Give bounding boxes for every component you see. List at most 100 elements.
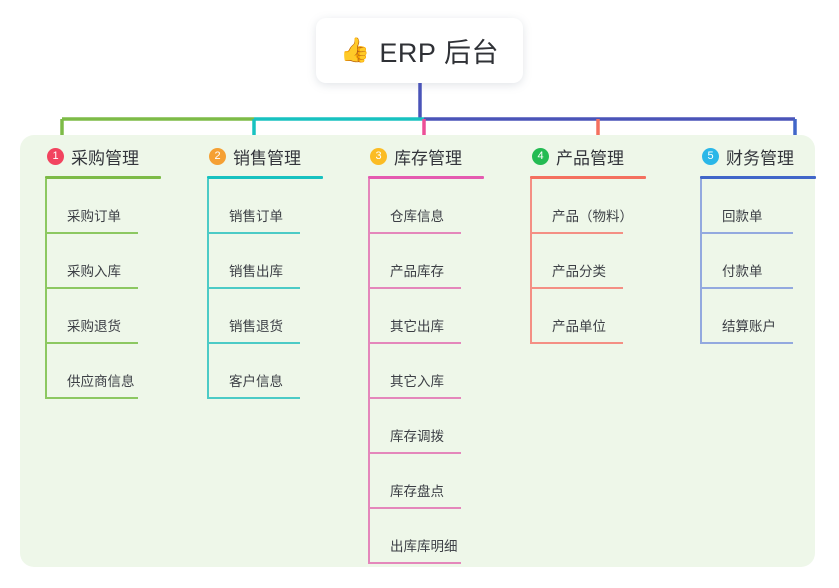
leaf-item[interactable]: 其它入库 [368, 344, 484, 399]
leaf-item[interactable]: 仓库信息 [368, 179, 484, 234]
leaf-item[interactable]: 库存盘点 [368, 454, 484, 509]
leaf-item-label: 销售退货 [229, 319, 283, 334]
leaf-item-rule [700, 287, 793, 289]
leaf-item-rule [368, 342, 461, 344]
leaf-item-label: 销售出库 [229, 264, 283, 279]
leaf-item[interactable]: 产品分类 [530, 234, 646, 289]
leaf-item-rule [368, 397, 461, 399]
leaf-item[interactable]: 结算账户 [700, 289, 816, 344]
root-node-title: 👍 ERP 后台 [340, 31, 499, 70]
root-title-text: ERP 后台 [379, 38, 499, 68]
branch-item-list: 仓库信息产品库存其它出库其它入库库存调拨库存盘点出库库明细 [368, 179, 484, 564]
branch-header-4[interactable]: 4 产品管理 [530, 143, 646, 169]
branch-header-rule [207, 176, 323, 179]
leaf-item-rule [368, 287, 461, 289]
leaf-item-rule [45, 342, 138, 344]
leaf-item-label: 库存调拨 [390, 429, 444, 444]
branch-spine [700, 179, 702, 344]
branch-header-rule [530, 176, 646, 179]
leaf-item-rule [45, 287, 138, 289]
branch-title: 采购管理 [71, 148, 139, 168]
leaf-item[interactable]: 客户信息 [207, 344, 323, 399]
branch-header-rule [700, 176, 816, 179]
leaf-item-label: 采购退货 [67, 319, 121, 334]
leaf-item-rule [45, 397, 138, 399]
leaf-item-label: 客户信息 [229, 374, 283, 389]
leaf-item-label: 回款单 [722, 209, 763, 224]
leaf-item[interactable]: 产品库存 [368, 234, 484, 289]
leaf-item-rule [368, 232, 461, 234]
leaf-item-rule [45, 232, 138, 234]
branch-item-list: 回款单付款单结算账户 [700, 179, 816, 344]
branch-item-list: 采购订单采购入库采购退货供应商信息 [45, 179, 161, 399]
branch-number-badge: 5 [702, 147, 719, 165]
leaf-item[interactable]: 回款单 [700, 179, 816, 234]
branch-item-list: 销售订单销售出库销售退货客户信息 [207, 179, 323, 399]
branch-spine [530, 179, 532, 344]
leaf-item[interactable]: 出库库明细 [368, 509, 484, 564]
branch-number-badge: 4 [532, 147, 549, 165]
leaf-item-rule [368, 507, 461, 509]
leaf-item[interactable]: 供应商信息 [45, 344, 161, 399]
leaf-item[interactable]: 销售订单 [207, 179, 323, 234]
leaf-item[interactable]: 付款单 [700, 234, 816, 289]
branches-panel [20, 135, 815, 567]
leaf-item-rule [530, 342, 623, 344]
leaf-item-rule [530, 287, 623, 289]
leaf-item-rule [207, 232, 300, 234]
leaf-item-label: 结算账户 [722, 319, 776, 334]
branch-header-rule [45, 176, 161, 179]
branch-header-5[interactable]: 5 财务管理 [700, 143, 816, 169]
thumbs-up-icon: 👍 [340, 36, 371, 64]
leaf-item-label: 其它入库 [390, 374, 444, 389]
leaf-item-rule [207, 397, 300, 399]
branch-title: 财务管理 [726, 148, 794, 168]
leaf-item-label: 采购订单 [67, 209, 121, 224]
leaf-item-label: 采购入库 [67, 264, 121, 279]
leaf-item-label: 产品库存 [390, 264, 444, 279]
leaf-item[interactable]: 产品单位 [530, 289, 646, 344]
leaf-item-rule [207, 342, 300, 344]
leaf-item-rule [700, 232, 793, 234]
leaf-item-rule [368, 452, 461, 454]
leaf-item[interactable]: 产品（物料） [530, 179, 646, 234]
leaf-item[interactable]: 采购订单 [45, 179, 161, 234]
leaf-item-label: 付款单 [722, 264, 763, 279]
leaf-item-rule [207, 287, 300, 289]
leaf-item[interactable]: 库存调拨 [368, 399, 484, 454]
root-node-card[interactable]: 👍 ERP 后台 [316, 18, 523, 83]
branch-header-1[interactable]: 1 采购管理 [45, 143, 161, 169]
leaf-item[interactable]: 其它出库 [368, 289, 484, 344]
branch-column-1: 1 采购管理采购订单采购入库采购退货供应商信息 [45, 143, 161, 399]
leaf-item-label: 仓库信息 [390, 209, 444, 224]
branch-column-4: 4 产品管理产品（物料） 产品分类产品单位 [530, 143, 646, 344]
branch-header-3[interactable]: 3 库存管理 [368, 143, 484, 169]
branch-header-2[interactable]: 2 销售管理 [207, 143, 323, 169]
branch-column-3: 3 库存管理仓库信息产品库存其它出库其它入库库存调拨库存盘点出库库明细 [368, 143, 484, 564]
leaf-item[interactable]: 采购入库 [45, 234, 161, 289]
branch-column-2: 2 销售管理销售订单销售出库销售退货客户信息 [207, 143, 323, 399]
leaf-item-label: 库存盘点 [390, 484, 444, 499]
branch-spine [368, 179, 370, 564]
branch-title: 产品管理 [556, 148, 624, 168]
branch-spine [45, 179, 47, 399]
leaf-item[interactable]: 销售退货 [207, 289, 323, 344]
leaf-item[interactable]: 采购退货 [45, 289, 161, 344]
branch-column-5: 5 财务管理回款单付款单结算账户 [700, 143, 816, 344]
leaf-item-label: 产品（物料） [552, 209, 633, 224]
leaf-item-label: 销售订单 [229, 209, 283, 224]
branch-header-rule [368, 176, 484, 179]
leaf-item-label: 产品分类 [552, 264, 606, 279]
leaf-item-rule [700, 342, 793, 344]
leaf-item-rule [368, 562, 461, 564]
branch-number-badge: 2 [209, 147, 226, 165]
branch-title: 库存管理 [394, 148, 462, 168]
branch-title: 销售管理 [233, 148, 301, 168]
branch-item-list: 产品（物料） 产品分类产品单位 [530, 179, 646, 344]
leaf-item-rule [530, 232, 623, 234]
leaf-item-label: 供应商信息 [67, 374, 135, 389]
leaf-item-label: 产品单位 [552, 319, 606, 334]
branch-number-badge: 3 [370, 147, 387, 165]
branch-number-badge: 1 [47, 147, 64, 165]
leaf-item[interactable]: 销售出库 [207, 234, 323, 289]
